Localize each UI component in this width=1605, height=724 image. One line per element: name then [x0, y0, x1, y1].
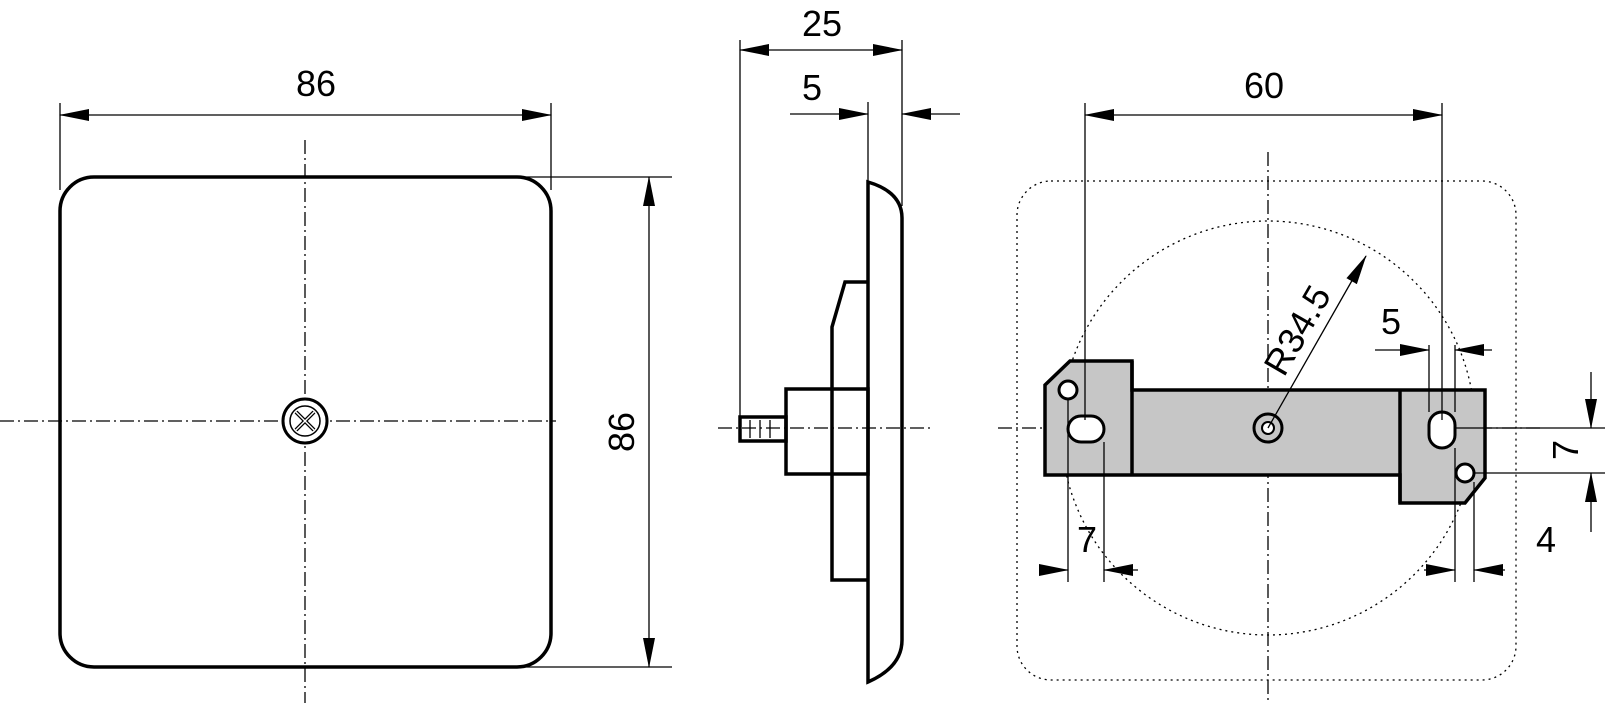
rear-plate-outline-dotted	[1016, 180, 1517, 681]
rear-view: 60 R34.5 5 7 7 4	[998, 65, 1605, 700]
rear-spacing-label: 60	[1244, 65, 1284, 106]
right-offset-label: 4	[1536, 519, 1556, 560]
radius-leader	[1267, 255, 1367, 429]
slot-width-label: 5	[1381, 301, 1401, 342]
side-view: 25 5	[718, 3, 960, 685]
center-screw-icon	[281, 397, 329, 445]
side-plate-label: 5	[802, 67, 822, 108]
left-offset-label: 7	[1077, 519, 1097, 560]
side-plate-profile	[866, 179, 904, 685]
hole-top-left	[1057, 379, 1079, 401]
slot-left	[1066, 414, 1106, 444]
front-width-label: 86	[296, 63, 336, 104]
center-hole-outer	[1252, 412, 1284, 444]
side-clamp-profile	[830, 280, 868, 582]
side-depth-label: 25	[802, 3, 842, 44]
front-height-label: 86	[601, 412, 642, 452]
vertical-offset-label: 7	[1545, 440, 1586, 460]
side-hub	[784, 387, 870, 476]
side-shaft	[738, 415, 788, 443]
front-view: 86 86	[0, 63, 672, 703]
hole-bottom-right	[1454, 462, 1476, 484]
